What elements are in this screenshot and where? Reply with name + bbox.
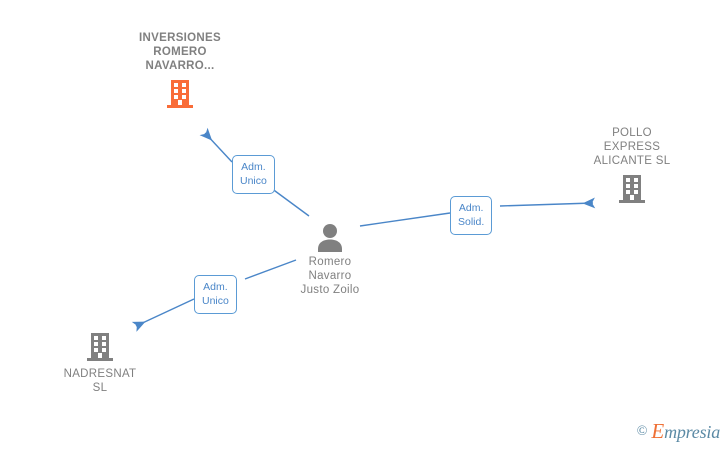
node-pollo-express-alicante[interactable]: POLLO EXPRESS ALICANTE SL	[570, 126, 694, 204]
building-icon	[619, 175, 645, 203]
building-icon	[167, 80, 193, 108]
node-label-person: Romero Navarro Justo Zoilo	[300, 256, 360, 296]
edge-label-adm-unico-inversiones[interactable]: Adm. Unico	[232, 155, 275, 194]
brand-initial: E	[651, 419, 665, 443]
node-label-nadresnat: NADRESNAT SL	[63, 368, 137, 394]
watermark-empresia: © Empresia	[637, 419, 720, 444]
person-icon	[318, 224, 342, 252]
node-person-romero-navarro-justo-zoilo[interactable]: Romero Navarro Justo Zoilo	[278, 222, 382, 297]
brand-rest: mpresia	[664, 422, 720, 442]
node-nadresnat-sl[interactable]: NADRESNAT SL	[52, 332, 148, 395]
node-label-inversiones: INVERSIONES ROMERO NAVARRO...	[139, 32, 221, 72]
edge-label-adm-unico-nadresnat[interactable]: Adm. Unico	[194, 275, 237, 314]
brand-logo-text: Empresia	[651, 419, 720, 444]
node-inversiones-romero-navarro[interactable]: INVERSIONES ROMERO NAVARRO...	[112, 31, 248, 109]
copyright-icon: ©	[636, 423, 648, 439]
node-label-pollo-express: POLLO EXPRESS ALICANTE SL	[593, 127, 671, 167]
edge-label-adm-solid-pollo[interactable]: Adm. Solid.	[450, 196, 493, 235]
building-icon	[87, 333, 113, 361]
